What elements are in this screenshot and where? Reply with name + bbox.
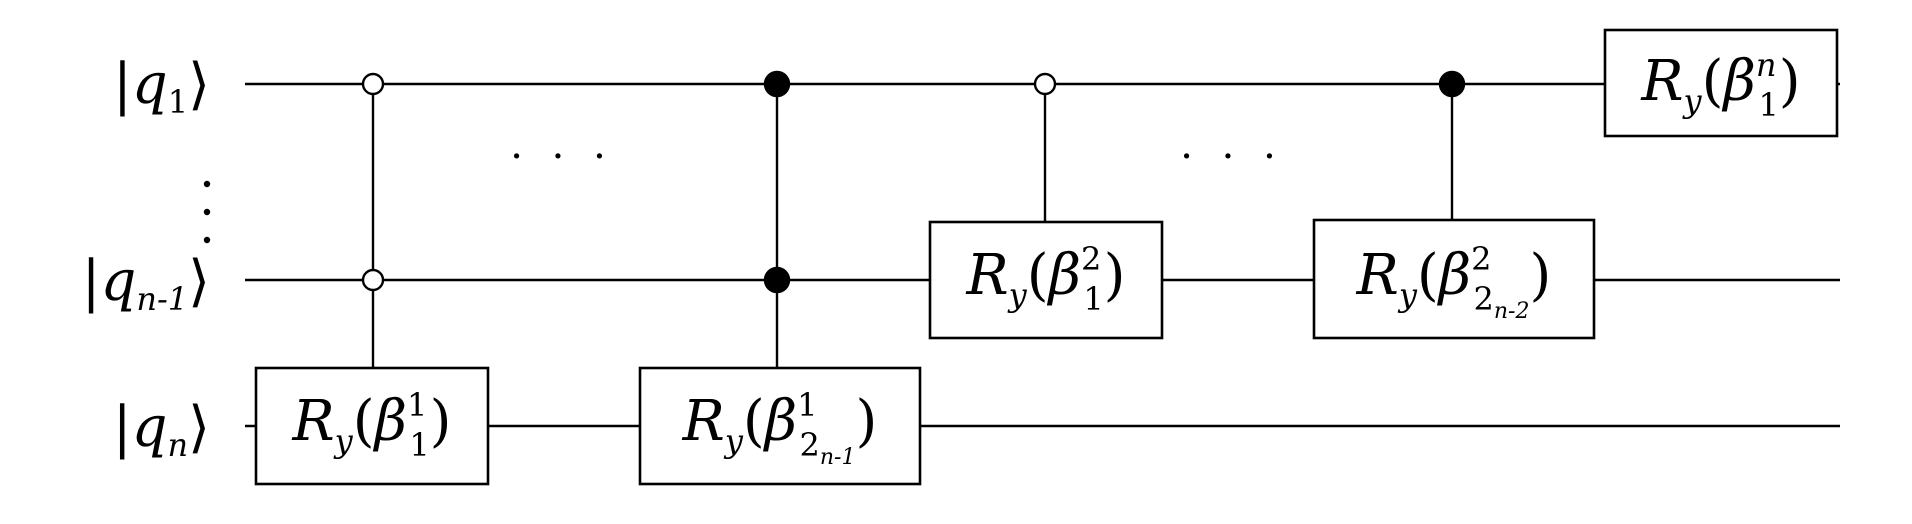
gate-box-3 xyxy=(928,220,1164,340)
qubit-label-qn: |qn⟩ xyxy=(113,395,210,464)
gate-box-1 xyxy=(254,366,490,486)
open-control-q1-gate-1 xyxy=(361,72,385,96)
horizontal-ellipsis-2: · · · xyxy=(1180,134,1284,180)
filled-control-q1-gate-2 xyxy=(763,70,791,98)
gate-box-5 xyxy=(1603,28,1839,138)
qubit-label-q1: |q1⟩ xyxy=(113,52,210,121)
qubit-label-qn-1: |qn-1⟩ xyxy=(82,249,210,318)
horizontal-ellipsis-1: · · · xyxy=(510,134,614,180)
open-control-qn-1-gate-1 xyxy=(361,268,385,292)
vertical-ellipsis xyxy=(203,180,211,244)
open-control-q1-gate-3 xyxy=(1033,72,1057,96)
filled-control-qn-1-gate-2 xyxy=(763,266,791,294)
gate-box-2 xyxy=(638,366,922,486)
gate-box-4 xyxy=(1312,218,1596,340)
filled-control-q1-gate-4 xyxy=(1438,70,1466,98)
